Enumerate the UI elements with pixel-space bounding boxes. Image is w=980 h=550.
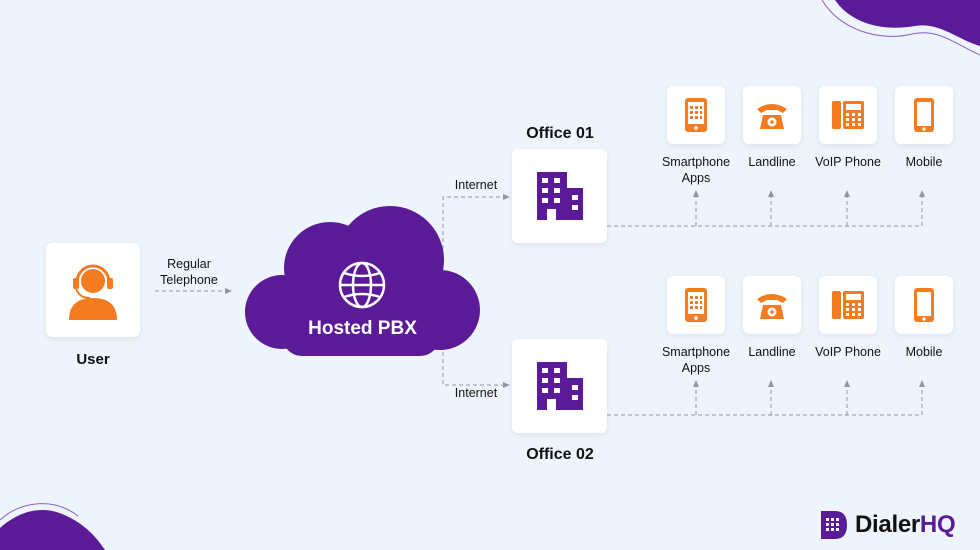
device-label-voip: VoIP Phone: [815, 345, 881, 359]
arrowhead: [693, 190, 699, 197]
device-label-mobile: Mobile: [905, 155, 943, 169]
device-card-voip: [819, 276, 877, 334]
mobile-icon: [914, 288, 934, 322]
brand-name-part2: HQ: [919, 511, 956, 538]
internet-label-office1: Internet: [454, 178, 498, 192]
decor-line-bottom-left: [0, 503, 79, 521]
arrowhead: [225, 288, 232, 294]
voip-phone-icon: [832, 291, 864, 319]
building-icon: [536, 362, 583, 410]
device-card-mobile: [895, 86, 953, 144]
regular-telephone-label: Regular Telephone: [150, 256, 228, 288]
hosted-pbx-label: Hosted PBX: [308, 318, 417, 339]
user-card: [46, 243, 140, 337]
regular-telephone-line1: Regular: [167, 257, 211, 271]
user-label: User: [76, 351, 110, 368]
device-label-smartphone: Smartphone Apps: [656, 154, 736, 186]
building-icon: [536, 172, 583, 220]
dialerhq-logo: DialerHQ: [817, 509, 956, 541]
brand-name-part1: Dialer: [855, 511, 920, 538]
connector-cloud-office2: [442, 345, 504, 386]
voip-phone-icon: [832, 101, 864, 129]
regular-telephone-line2: Telephone: [160, 273, 218, 287]
arrowhead: [919, 380, 925, 387]
device-card-mobile: [895, 276, 953, 334]
device-card-smartphone: [667, 276, 725, 334]
arrowhead: [768, 380, 774, 387]
arrowhead: [503, 382, 510, 388]
internet-label-office2: Internet: [454, 386, 498, 400]
device-label-line2: Apps: [681, 361, 711, 375]
globe-icon: [338, 261, 386, 309]
device-card-smartphone: [667, 86, 725, 144]
device-label-line2: Apps: [681, 171, 711, 185]
office-01-card: [512, 149, 607, 243]
smartphone-icon: [685, 98, 707, 132]
landline-phone-icon: [757, 104, 787, 129]
arrowhead: [844, 190, 850, 197]
office-02-label: Office 02: [526, 446, 594, 463]
brand-name: DialerHQ: [855, 511, 956, 539]
decor-blob-bottom-left: [0, 510, 105, 550]
connector-cloud-office1: [442, 196, 504, 270]
device-label-line1: Smartphone: [661, 155, 731, 169]
device-label-landline: Landline: [748, 345, 796, 359]
device-card-voip: [819, 86, 877, 144]
device-card-landline: [743, 86, 801, 144]
device-card-landline: [743, 276, 801, 334]
headset-user-icon: [69, 264, 117, 320]
device-label-landline: Landline: [748, 155, 796, 169]
device-label-smartphone: Smartphone Apps: [656, 344, 736, 376]
dialerhq-logo-icon: [821, 511, 847, 539]
device-label-line1: Smartphone: [661, 345, 731, 359]
landline-phone-icon: [757, 294, 787, 319]
office-02-card: [512, 339, 607, 433]
arrowhead: [768, 190, 774, 197]
decor-blob-top-right: [835, 0, 980, 46]
arrowhead: [503, 194, 510, 200]
decor-line-top-right: [821, 0, 980, 56]
device-label-mobile: Mobile: [905, 345, 943, 359]
arrowhead: [693, 380, 699, 387]
device-label-voip: VoIP Phone: [815, 155, 881, 169]
office-01-label: Office 01: [526, 125, 594, 142]
mobile-icon: [914, 98, 934, 132]
smartphone-icon: [685, 288, 707, 322]
arrowhead: [919, 190, 925, 197]
arrowhead: [844, 380, 850, 387]
